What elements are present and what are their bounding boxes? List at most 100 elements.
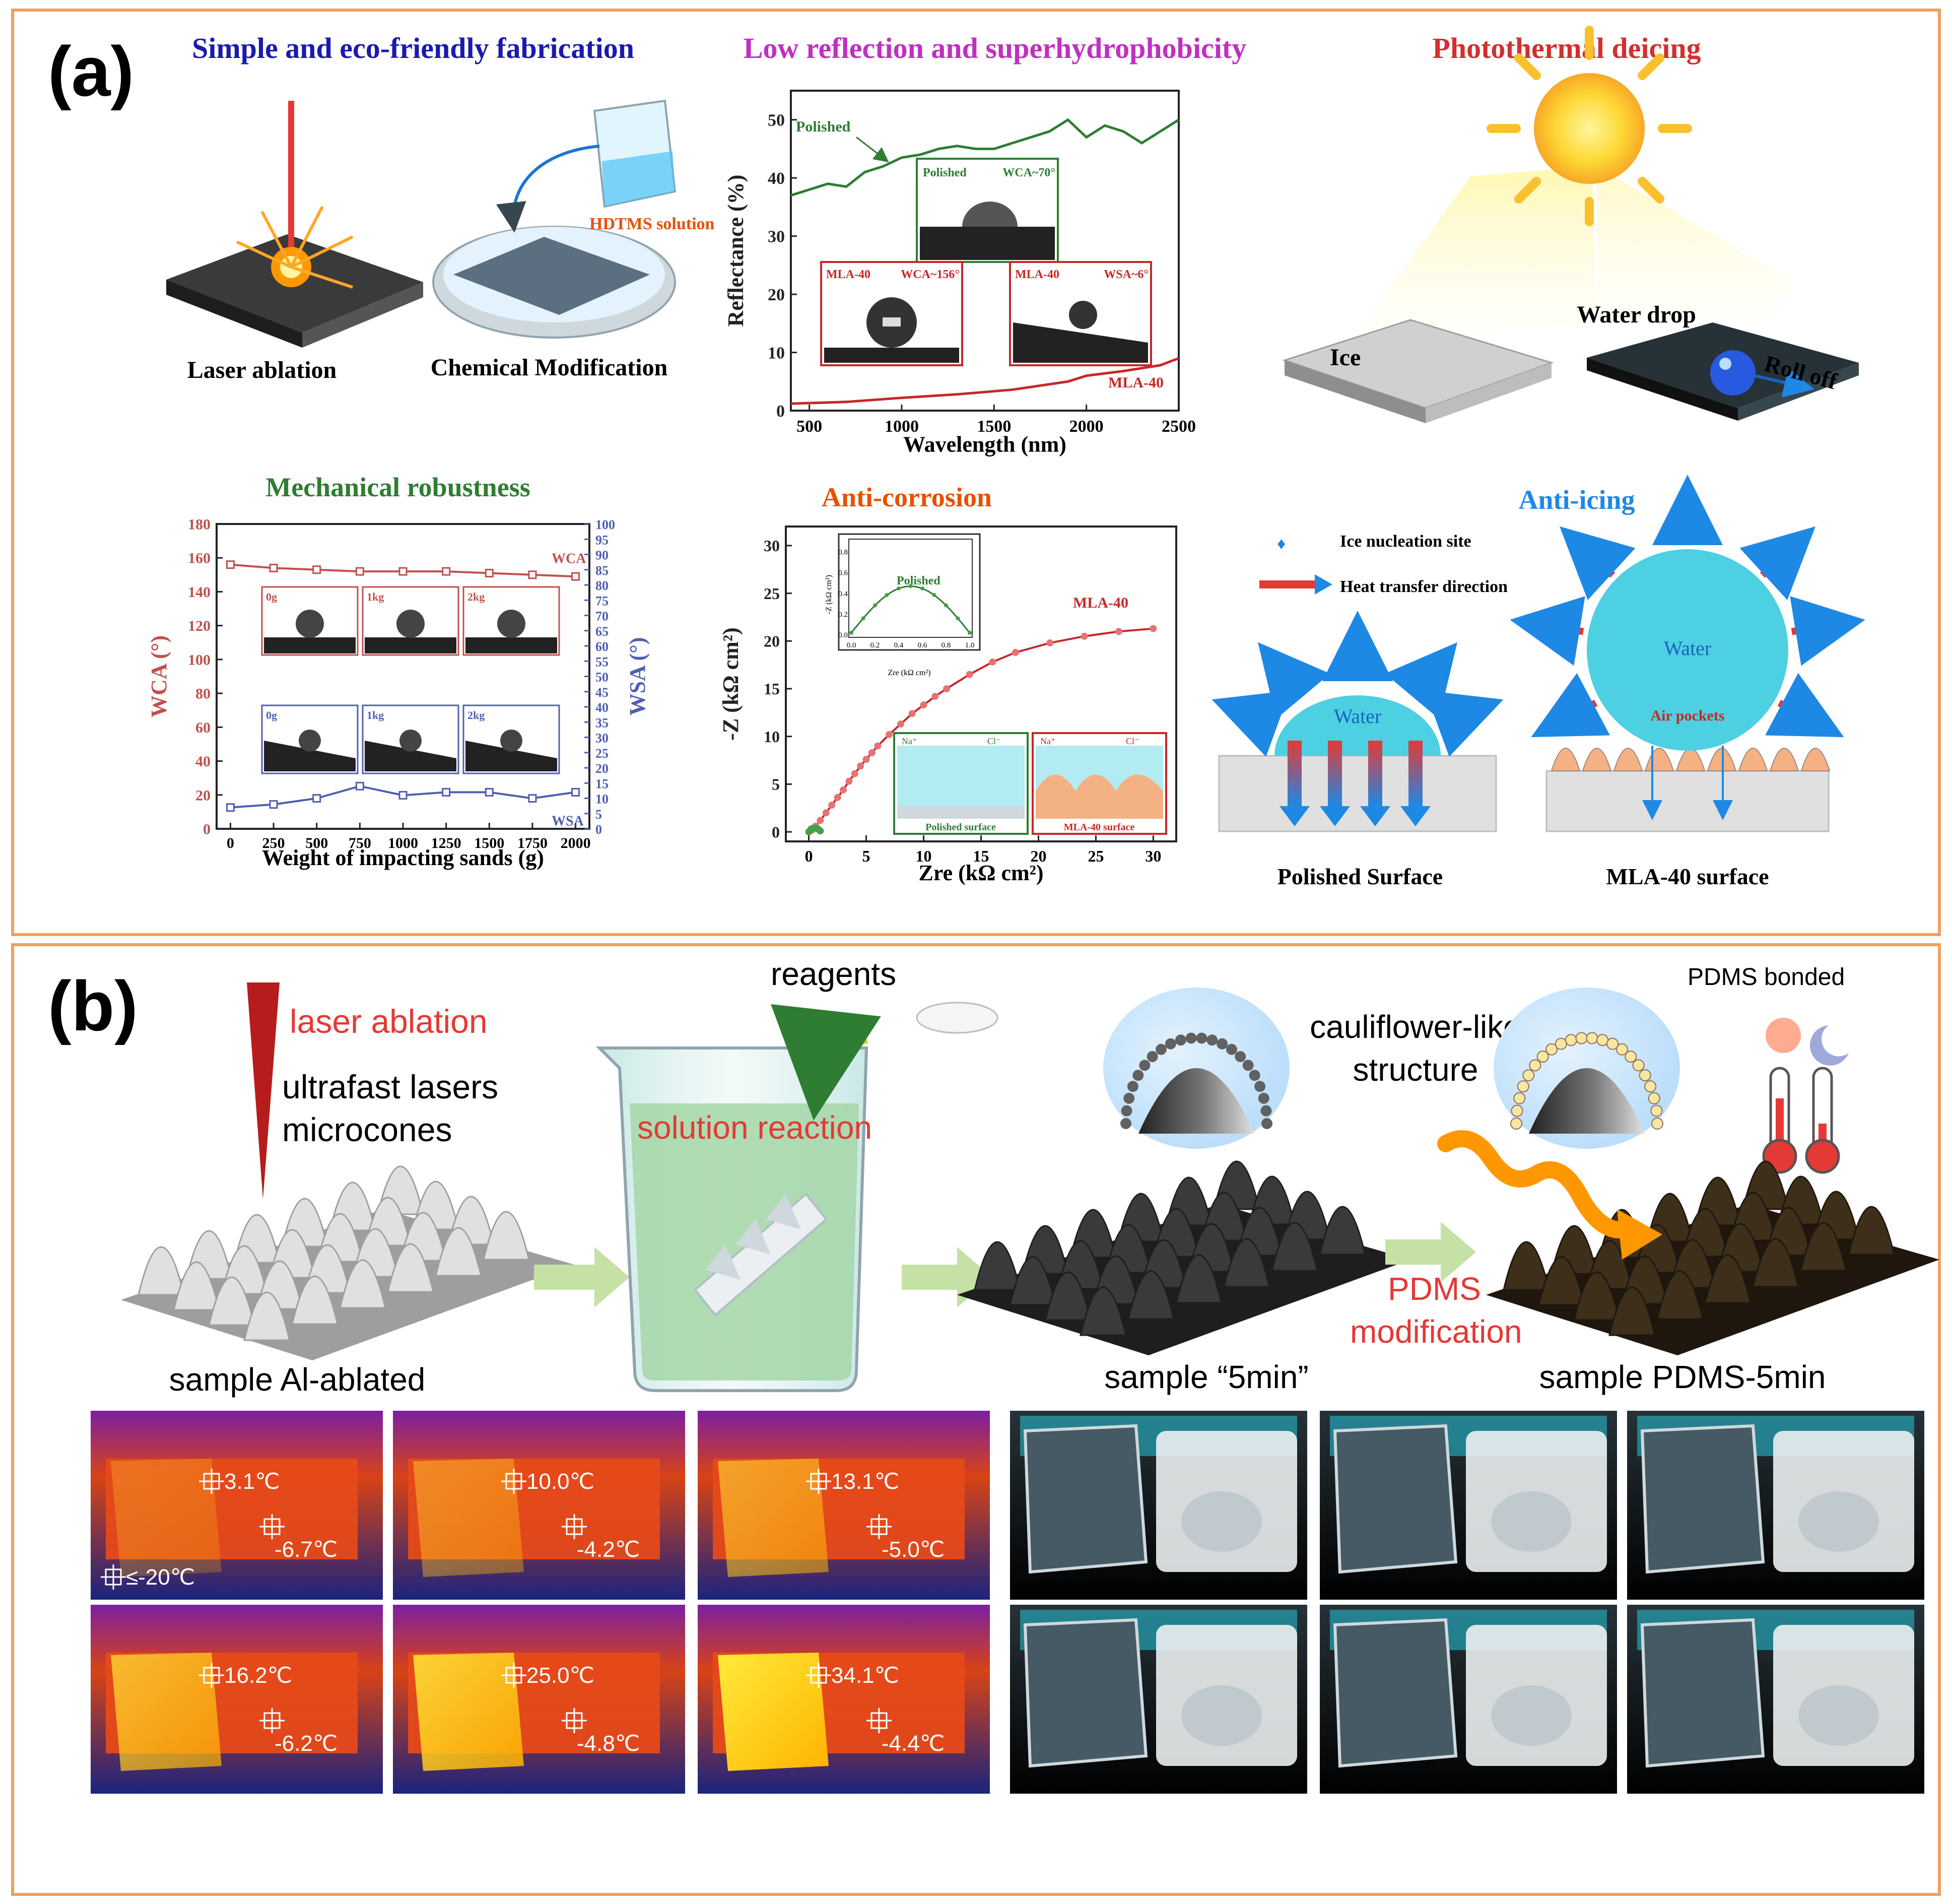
thermal-cold-label: -4.8℃ bbox=[577, 1731, 640, 1756]
wca-inset-label: 2kg bbox=[467, 590, 485, 603]
air-pockets-label: Air pockets bbox=[1651, 707, 1725, 724]
data-point bbox=[943, 685, 951, 692]
outward-heat-arrow bbox=[1790, 596, 1865, 666]
y-tick-label: 40 bbox=[195, 753, 211, 770]
inset-xlabel: Zre (kΩ cm²) bbox=[888, 669, 930, 677]
y-tick-label: 15 bbox=[764, 680, 780, 698]
y-axis-label: Reflectance (%) bbox=[723, 175, 748, 327]
inset-point bbox=[908, 584, 913, 588]
sample-2-label: sample “5min” bbox=[1104, 1359, 1308, 1395]
x-axis-label: Weight of impacting sands (g) bbox=[262, 845, 544, 870]
droplet bbox=[396, 610, 425, 638]
data-point bbox=[828, 802, 836, 809]
y2-tick-label: 0 bbox=[595, 822, 602, 837]
microcone bbox=[1271, 1222, 1318, 1272]
x-tick-label: 2000 bbox=[561, 835, 591, 851]
data-point bbox=[1150, 625, 1157, 632]
data-point bbox=[862, 756, 870, 763]
pdms-particle bbox=[1632, 1059, 1645, 1072]
inset-mla-wsa: WSA~6° bbox=[1104, 268, 1149, 281]
particle bbox=[1147, 1051, 1158, 1063]
frost-texture bbox=[1491, 1491, 1572, 1552]
reagent-powder-icon bbox=[916, 1002, 998, 1034]
microcone-bump bbox=[1800, 748, 1831, 771]
y-tick-label: 10 bbox=[768, 344, 785, 362]
x-tick-label: 1000 bbox=[388, 835, 418, 851]
panel-b-label: (b) bbox=[48, 966, 138, 1045]
heated-plate bbox=[111, 1459, 222, 1577]
frost-texture bbox=[1798, 1685, 1879, 1746]
y2-tick-label: 50 bbox=[595, 670, 609, 685]
x-tick-label: 2500 bbox=[1162, 417, 1196, 436]
pdms-particle bbox=[1517, 1080, 1529, 1093]
sample-plate bbox=[1023, 1424, 1148, 1574]
series-label-wsa: WSA bbox=[552, 814, 584, 829]
microcone bbox=[1223, 1238, 1270, 1288]
wsa-inset-label: 1kg bbox=[367, 709, 384, 721]
wsa-inset-label: 0g bbox=[266, 709, 277, 721]
pdms-particle bbox=[1648, 1092, 1660, 1104]
heat-arrow bbox=[1408, 741, 1423, 806]
x-tick-label: 15 bbox=[973, 847, 989, 865]
antiicing-title: Anti-icing bbox=[1518, 485, 1635, 515]
inset-polished-wca: WCA~70° bbox=[1002, 166, 1055, 179]
data-point bbox=[1012, 649, 1019, 656]
y2-tick-label: 80 bbox=[595, 578, 609, 593]
thermal-hot-label: 13.1℃ bbox=[831, 1469, 899, 1494]
heat-arrow-head bbox=[1280, 806, 1310, 826]
inset-ylabel: -Z (kΩ cm²) bbox=[825, 575, 833, 614]
antiicing-illustration: ♦ Ice nucleation site Heat transfer dire… bbox=[1211, 475, 1865, 889]
particle bbox=[1139, 1060, 1151, 1071]
droplet bbox=[399, 730, 422, 752]
frost-texture bbox=[1491, 1685, 1572, 1746]
inset-x-tick: 0.8 bbox=[941, 641, 951, 649]
thermal-cold-label: -6.7℃ bbox=[275, 1537, 338, 1562]
x-tick-label: 25 bbox=[1088, 847, 1104, 865]
outward-heat-arrow bbox=[1425, 690, 1504, 757]
particle bbox=[1127, 1081, 1138, 1092]
y2-tick-label: 70 bbox=[595, 609, 609, 624]
y2-tick-label: 60 bbox=[595, 639, 609, 654]
ultrafast-label-2: microcones bbox=[282, 1111, 452, 1148]
water-drop-label: Water drop bbox=[1577, 301, 1696, 328]
series-label-mla40: MLA-40 bbox=[1108, 374, 1164, 391]
inset-mla-label: MLA-40 bbox=[826, 268, 870, 281]
ultrafast-label-1: ultrafast lasers bbox=[282, 1068, 498, 1105]
inset-x-tick: 0.0 bbox=[847, 641, 856, 649]
microcone-bump bbox=[1738, 748, 1768, 771]
data-point bbox=[931, 693, 939, 700]
thermometer-icon bbox=[1762, 1067, 1797, 1174]
microcone bbox=[339, 1259, 386, 1309]
pdms-particle bbox=[1555, 1037, 1567, 1050]
microcone-bump bbox=[1613, 748, 1643, 771]
outward-heat-arrow bbox=[1385, 642, 1457, 719]
y2-tick-label: 65 bbox=[595, 624, 609, 639]
data-point bbox=[226, 560, 235, 569]
panel-a-label: (a) bbox=[48, 32, 134, 111]
y-tick-label: 0 bbox=[203, 821, 211, 838]
pdms-particle bbox=[1513, 1092, 1526, 1104]
data-point bbox=[839, 786, 847, 794]
microcone bbox=[974, 1241, 1021, 1291]
legend-nucleation: Ice nucleation site bbox=[1340, 532, 1471, 551]
box1-cl: Cl⁻ bbox=[987, 736, 1001, 746]
y-tick-label: 10 bbox=[764, 728, 780, 746]
y-tick-label: 25 bbox=[764, 584, 780, 603]
thermal-image-grid: 3.1℃-6.7℃≤-20℃10.0℃-4.2℃13.1℃-5.0℃16.2℃-… bbox=[91, 1411, 990, 1794]
x-tick-label: 0 bbox=[227, 835, 234, 851]
pdms-particle bbox=[1536, 1051, 1549, 1063]
frost-texture bbox=[1181, 1685, 1262, 1746]
box2-label: MLA-40 surface bbox=[1064, 822, 1135, 833]
y2-tick-label: 35 bbox=[595, 715, 609, 730]
corrosion-title: Anti-corrosion bbox=[822, 482, 992, 512]
y-tick-label: 40 bbox=[768, 169, 785, 188]
microcone bbox=[483, 1211, 530, 1261]
pdms-particle bbox=[1625, 1051, 1637, 1063]
y2-tick-label: 25 bbox=[595, 746, 609, 761]
y-tick-label: 50 bbox=[768, 111, 785, 130]
inset-x-tick: 0.6 bbox=[918, 641, 927, 649]
wca-inset-label: 0g bbox=[266, 590, 277, 603]
sample-3-label: sample PDMS-5min bbox=[1539, 1359, 1826, 1395]
y2-tick-label: 15 bbox=[595, 776, 609, 791]
y-tick-label: 180 bbox=[188, 516, 211, 533]
